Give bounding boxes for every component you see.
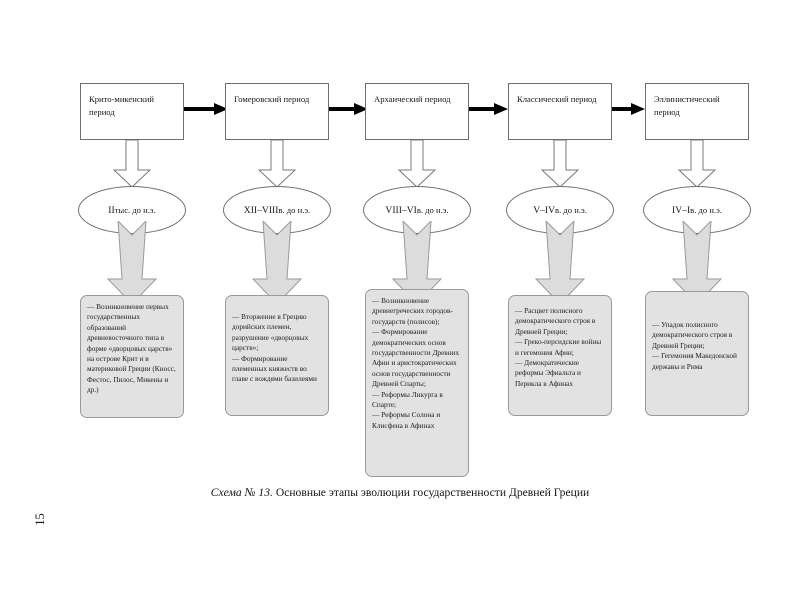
era-roman-numerals: VIII–VI xyxy=(385,204,417,216)
down-arrow-to-details-icon xyxy=(534,221,586,305)
era-date-suffix: в. до н.э. xyxy=(416,205,449,215)
down-arrow-to-details-icon xyxy=(391,221,443,305)
down-arrow-to-ellipse-icon xyxy=(677,140,717,188)
down-arrow-to-details-icon xyxy=(251,221,303,305)
era-roman-numerals: II xyxy=(108,204,115,216)
era-ellipse-crito-mycenaean[interactable]: II тыс. до н.э. xyxy=(78,186,186,234)
figure-caption-number: Схема № 13. xyxy=(210,486,273,499)
down-arrow-to-details-icon xyxy=(106,221,158,305)
down-arrow-to-ellipse-icon xyxy=(257,140,297,188)
era-ellipse-archaic[interactable]: VIII–VI в. до н.э. xyxy=(363,186,471,234)
details-box-classical[interactable]: — Расцвет полисного демократического стр… xyxy=(508,295,612,416)
period-box-classical[interactable]: Классический период xyxy=(508,83,612,140)
down-arrow-to-ellipse-icon xyxy=(540,140,580,188)
down-arrow-to-details-icon xyxy=(671,221,723,305)
period-box-crito-mycenaean[interactable]: Крито-микенский период xyxy=(80,83,184,140)
flow-arrow-2 xyxy=(328,103,368,115)
era-ellipse-classical[interactable]: V–IV в. до н.э. xyxy=(506,186,614,234)
flow-arrow-3 xyxy=(468,103,508,115)
details-box-homeric[interactable]: — Вторжение в Грецию дорийских племен, р… xyxy=(225,295,329,416)
flow-arrow-1 xyxy=(184,103,228,115)
figure-caption-title: Основные этапы эволюции государственност… xyxy=(272,486,590,499)
era-roman-numerals: IV–I xyxy=(672,204,691,216)
down-arrow-to-ellipse-icon xyxy=(112,140,152,188)
era-date-suffix: в. до н.э. xyxy=(690,205,722,215)
era-date-suffix: в. до н.э. xyxy=(278,205,311,215)
page-number: 15 xyxy=(32,513,47,526)
period-box-archaic[interactable]: Архаический период xyxy=(365,83,469,140)
era-roman-numerals: XII–VIII xyxy=(243,204,279,216)
era-ellipse-homeric[interactable]: XII–VIII в. до н.э. xyxy=(223,186,331,234)
details-box-archaic[interactable]: — Возникновение древнегреческих городов-… xyxy=(365,289,469,477)
flow-arrow-4 xyxy=(612,103,645,115)
era-date-suffix: в. до н.э. xyxy=(555,205,587,215)
era-ellipse-hellenistic[interactable]: IV–I в. до н.э. xyxy=(643,186,751,234)
period-box-homeric[interactable]: Гомеровский период xyxy=(225,83,329,140)
period-box-hellenistic[interactable]: Эллинистический период xyxy=(645,83,749,140)
details-box-hellenistic[interactable]: — Упадок полисного демократического стро… xyxy=(645,291,749,416)
down-arrow-to-ellipse-icon xyxy=(397,140,437,188)
details-box-crito-mycenaean[interactable]: — Возникновение первых государственных о… xyxy=(80,295,184,418)
era-date-suffix: тыс. до н.э. xyxy=(114,205,156,215)
era-roman-numerals: V–IV xyxy=(533,204,556,216)
figure-caption: Схема № 13. Основные этапы эволюции госу… xyxy=(0,486,800,499)
